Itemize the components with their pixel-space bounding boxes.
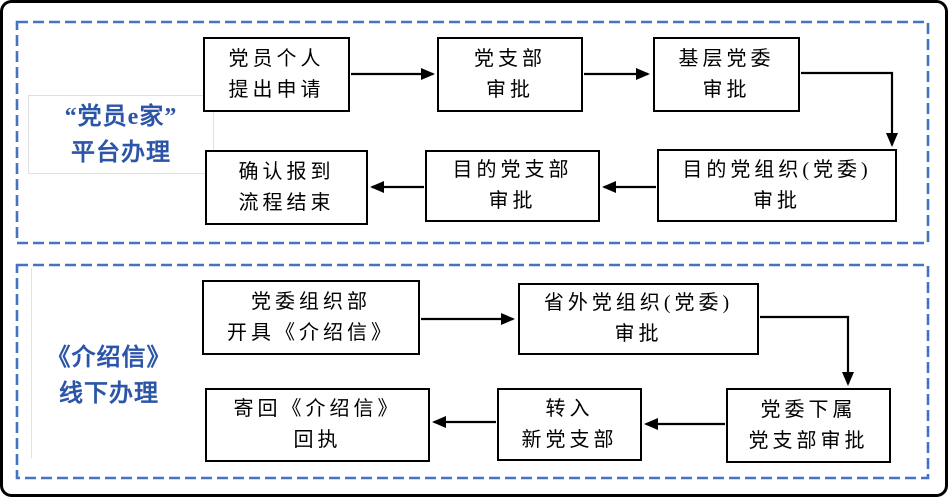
top-section-dashed-frame: [15, 20, 930, 245]
flow-box-return-letter-receipt: 寄回《介绍信》 回执: [205, 388, 430, 462]
flow-box-transfer-new-branch: 转入 新党支部: [497, 388, 642, 461]
flow-box-member-apply: 党员个人 提出申请: [203, 37, 350, 112]
arrow-grassroots-to-target-org: [801, 71, 898, 147]
flow-box-target-branch-approve: 目的党支部 审批: [425, 150, 600, 222]
flow-box-orgdept-issue-letter: 党委组织部 开具《介绍信》: [202, 280, 420, 355]
section-label-ejia-platform: “党员e家” 平台办理: [28, 95, 214, 174]
label-frame-fragment: [31, 268, 32, 458]
arrow-outprovince-to-subbranch: [760, 315, 854, 386]
flow-box-grassroots-committee-approve: 基层党委 审批: [653, 37, 800, 112]
flow-box-outprovince-org-approve: 省外党组织(党委) 审批: [518, 283, 759, 355]
flow-box-party-branch-approve: 党支部 审批: [437, 37, 583, 112]
flow-box-confirm-report-end: 确认报到 流程结束: [205, 150, 368, 225]
section-label-introduction-letter: 《介绍信》 线下办理: [46, 345, 172, 407]
flow-box-target-org-approve: 目的党组织(党委) 审批: [657, 149, 897, 222]
bottom-section-dashed-frame: [15, 263, 930, 480]
flow-box-committee-subbranch-approve: 党委下属 党支部审批: [726, 388, 891, 463]
